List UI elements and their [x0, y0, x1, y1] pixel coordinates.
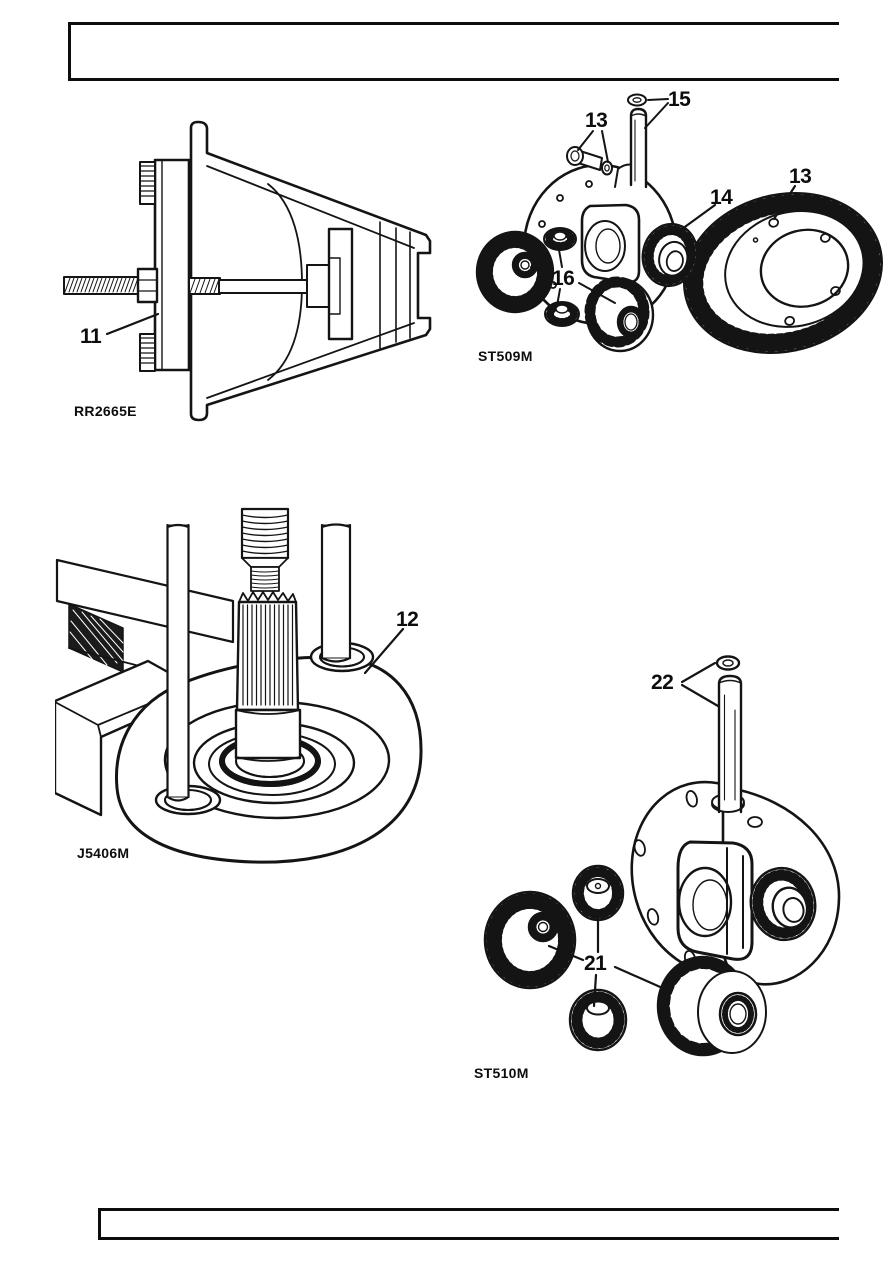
callout-13-top: 13 [585, 109, 608, 132]
figure-caption-rr2665e: RR2665E [74, 403, 137, 419]
callout-15: 15 [668, 88, 691, 111]
st510m-illustration [483, 655, 841, 1057]
figure-caption-j5406m: J5406M [77, 845, 130, 861]
footer-box [98, 1208, 839, 1240]
callout-11: 11 [80, 325, 102, 348]
callout-14: 14 [710, 186, 733, 209]
callout-12: 12 [396, 608, 419, 631]
callout-13-right: 13 [789, 165, 812, 188]
rr2665e-illustration [63, 120, 432, 422]
header-box [68, 22, 839, 81]
callout-21: 21 [584, 952, 607, 975]
callout-16: 16 [552, 267, 575, 290]
figure-caption-st510m: ST510M [474, 1065, 529, 1081]
st509m-illustration [475, 93, 883, 354]
callout-22: 22 [651, 671, 674, 694]
j5406m-illustration [55, 507, 423, 864]
figure-caption-st509m: ST509M [478, 348, 533, 364]
